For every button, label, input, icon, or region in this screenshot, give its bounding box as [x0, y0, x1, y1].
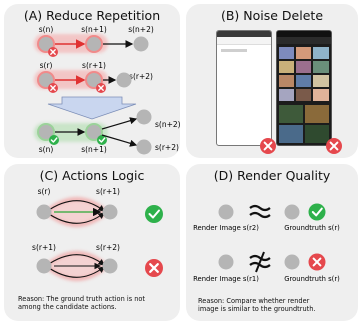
gallery-screenshot	[276, 30, 332, 146]
state-node	[136, 109, 152, 125]
cross-icon	[308, 253, 326, 271]
check-icon	[145, 205, 163, 223]
cross-icon	[145, 259, 163, 277]
candidate-action-arrow	[45, 254, 105, 267]
label-sn2-bottom: s(n+2)	[155, 120, 180, 129]
check-icon	[308, 203, 326, 221]
panel-reduce-repetition: (A) Reduce Repetition s(n) s(n+1) s(n+2)	[4, 4, 180, 158]
panel-d-title: (D) Render Quality	[213, 168, 331, 183]
groundtruth-node	[284, 254, 300, 270]
groundtruth-node	[284, 204, 300, 220]
transition-arrow	[101, 134, 138, 147]
render-image-label: Render Image s(r2)	[193, 224, 259, 232]
label-sr1-bottom: s(r+1)	[32, 243, 56, 252]
panel-d-diagram: Render Image s(r2) Groundtruth s(r) Rend…	[193, 203, 340, 283]
transition-arrow	[101, 117, 138, 130]
reason-text: Reason: Compare whether render image is …	[198, 297, 316, 313]
check-icon	[49, 135, 59, 145]
groundtruth-label: Groundtruth s(r)	[284, 275, 340, 283]
state-node	[102, 204, 118, 220]
panel-a-diagram: s(n) s(n+1) s(n+2) s(r) s(r+1) s(r+2)	[34, 25, 180, 155]
label-sn1: s(n+1)	[81, 25, 107, 34]
panel-render-quality: (D) Render Quality Render Image s(r2) Gr…	[186, 164, 358, 321]
panel-c-title: (C) Actions Logic	[39, 168, 145, 183]
reason-text: Reason: The ground truth action is not a…	[18, 295, 145, 311]
cross-icon	[48, 83, 58, 93]
panel-noise-delete: (B) Noise Delete	[186, 4, 358, 158]
reason-line: image is similar to the groundtruth.	[198, 305, 316, 314]
state-node	[85, 35, 103, 53]
panel-a-title: (A) Reduce Repetition	[23, 8, 161, 23]
label-sn1-bottom: s(n+1)	[81, 145, 107, 154]
label-sr: s(r)	[38, 187, 51, 196]
check-icon	[97, 135, 107, 145]
label-sn-bottom: s(n)	[39, 145, 54, 154]
panel-actions-logic: (C) Actions Logic s(r) s(r+1) s(r+1) s(r…	[4, 164, 180, 321]
panel-c-diagram: s(r) s(r+1) s(r+1) s(r+2)	[32, 187, 163, 281]
panel-b-title: (B) Noise Delete	[220, 8, 324, 23]
state-node	[116, 72, 132, 88]
noisy-screenshot	[216, 30, 272, 146]
cross-icon	[326, 138, 342, 154]
state-node	[136, 139, 152, 155]
state-node	[36, 204, 52, 220]
label-sr: s(r)	[40, 61, 53, 70]
groundtruth-label: Groundtruth s(r)	[284, 224, 340, 232]
candidate-action-arrow	[45, 265, 105, 278]
cross-icon	[96, 83, 106, 93]
label-sn2: s(n+2)	[128, 25, 154, 34]
panel-b-marks	[260, 138, 342, 154]
label-sr1: s(r+1)	[96, 187, 120, 196]
cross-icon	[48, 47, 58, 57]
cross-icon	[260, 138, 276, 154]
reason-line: Reason: Compare whether render	[198, 297, 310, 305]
state-node	[133, 36, 149, 52]
label-sn: s(n)	[39, 25, 54, 34]
state-node	[102, 258, 118, 274]
reason-line: Reason: The ground truth action is not	[18, 295, 146, 303]
label-sr2-bottom: s(r+2)	[96, 243, 120, 252]
render-image-node	[218, 254, 234, 270]
state-node	[37, 123, 55, 141]
candidate-action-arrow	[45, 211, 105, 224]
state-node	[85, 123, 103, 141]
label-sr1: s(r+1)	[82, 61, 106, 70]
render-image-node	[218, 204, 234, 220]
candidate-action-arrow	[45, 200, 105, 213]
gallery-thumbnails	[279, 47, 329, 143]
label-sr2-bottom: s(r+2)	[155, 143, 179, 152]
render-image-label: Render Image s(r1)	[193, 275, 259, 283]
approx-equal-icon	[249, 204, 271, 219]
reason-line: among the candidate actions.	[18, 303, 117, 312]
label-sr2: s(r+2)	[129, 72, 153, 81]
merge-arrow-icon	[47, 96, 137, 120]
not-approx-equal-icon	[249, 251, 271, 273]
state-node	[36, 258, 52, 274]
